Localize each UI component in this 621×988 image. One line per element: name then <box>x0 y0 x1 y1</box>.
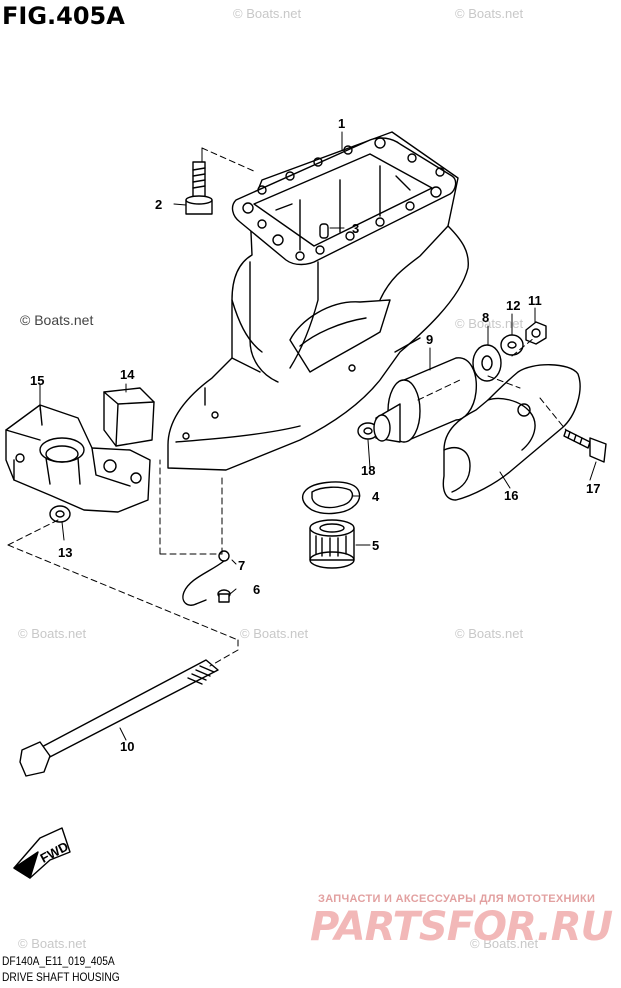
callout-12: 12 <box>506 298 521 313</box>
callout-2: 2 <box>155 197 163 212</box>
callout-9: 9 <box>426 332 434 347</box>
callout-1: 1 <box>338 116 346 131</box>
long-bolt-part-10 <box>20 660 218 776</box>
watermark: © Boats.net <box>455 626 524 641</box>
watermark: © Boats.net <box>455 316 524 331</box>
callout-18: 18 <box>361 463 376 478</box>
drive-shaft-housing-part <box>168 132 468 470</box>
watermark: © Boats.net <box>455 6 524 21</box>
callout-8: 8 <box>482 310 490 325</box>
rubber-block-part-14 <box>104 388 154 446</box>
bolt-part-17 <box>564 430 606 462</box>
figure-caption: DRIVE SHAFT HOUSING <box>2 970 120 984</box>
seal-part-5 <box>310 520 354 568</box>
screw-part-6 <box>218 590 230 602</box>
mount-rubber-part-9 <box>374 358 476 442</box>
callout-14: 14 <box>120 367 135 382</box>
nut-part-11 <box>526 322 546 344</box>
gasket-part-4 <box>303 482 360 513</box>
bolt-part-2 <box>186 162 212 214</box>
callout-5: 5 <box>372 538 380 553</box>
washer-part-12 <box>501 335 523 355</box>
callout-13: 13 <box>58 545 73 560</box>
callout-10: 10 <box>120 739 135 754</box>
callout-11: 11 <box>528 293 542 308</box>
figure-title: FIG.405A <box>2 2 125 30</box>
dowel-pin-part-3 <box>320 224 328 238</box>
watermark: © Boats.net <box>18 936 87 951</box>
watermark: © Boats.net <box>240 626 309 641</box>
washer-part-13 <box>50 506 70 522</box>
watermark-prominent: © Boats.net <box>20 312 94 328</box>
mount-cover-part-16 <box>443 365 580 500</box>
fwd-arrow-icon <box>14 828 70 878</box>
model-code: DF140A_E11_019_405A <box>2 954 115 968</box>
washer-part-8 <box>473 345 501 381</box>
callout-16: 16 <box>504 488 519 503</box>
overlay-brand-logo: PARTSFOR.RU <box>310 904 613 950</box>
watermark: © Boats.net <box>233 6 302 21</box>
callout-4: 4 <box>372 489 380 504</box>
callout-6: 6 <box>253 582 261 597</box>
leader-lines <box>8 132 596 740</box>
mount-bracket-part-15 <box>6 405 150 512</box>
callout-15: 15 <box>30 373 45 388</box>
callout-7: 7 <box>238 558 246 573</box>
overlay-ru-line: ЗАПЧАСТИ И АКСЕССУАРЫ ДЛЯ МОТОТЕХНИКИ <box>318 893 596 905</box>
callout-17: 17 <box>586 481 601 496</box>
callout-3: 3 <box>352 221 360 236</box>
watermark: © Boats.net <box>18 626 87 641</box>
watermark: © Boats.net <box>470 936 539 951</box>
